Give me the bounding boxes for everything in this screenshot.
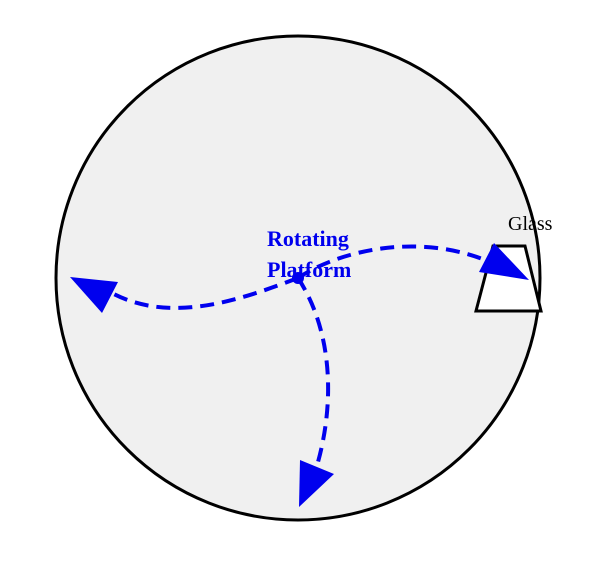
glass-label: Glass bbox=[508, 213, 553, 235]
arrowhead-down bbox=[299, 460, 334, 507]
arrow-path-right bbox=[296, 244, 491, 280]
pivot-dot bbox=[292, 272, 304, 284]
arrow-path-down bbox=[296, 276, 331, 463]
arrowhead-right bbox=[479, 243, 529, 280]
arrow-path-left bbox=[109, 276, 299, 310]
platform-label-line2: Platform bbox=[267, 257, 351, 282]
arrowhead-left bbox=[70, 277, 118, 313]
platform-label-line1: Rotating bbox=[267, 226, 349, 251]
